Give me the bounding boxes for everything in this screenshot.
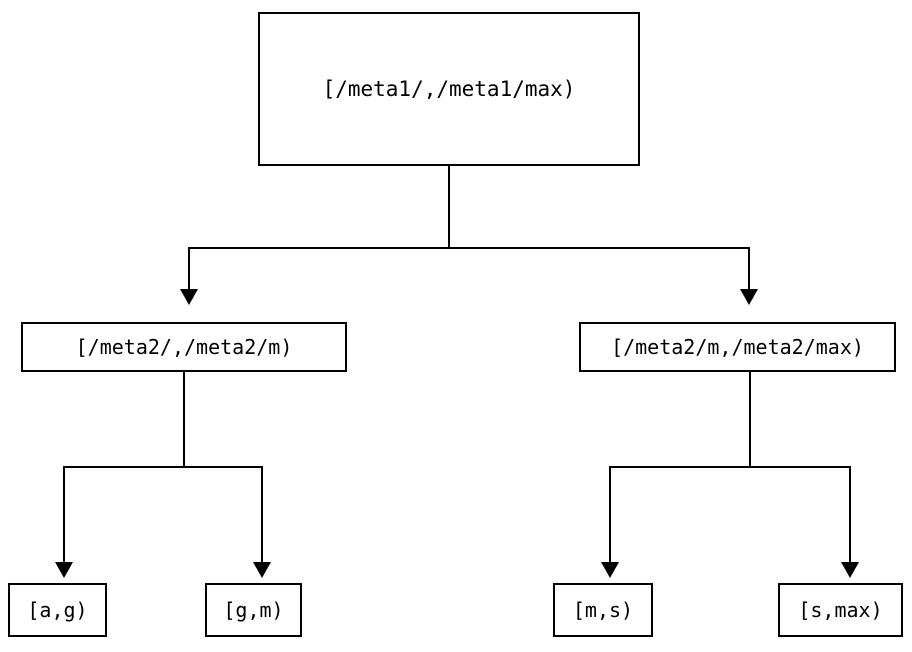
tree-node-root[interactable]: [/meta1/,/meta1/max) xyxy=(258,12,640,166)
tree-node-mid-right-label: [/meta2/m,/meta2/max) xyxy=(611,335,864,359)
tree-node-mid-right[interactable]: [/meta2/m,/meta2/max) xyxy=(579,322,896,372)
tree-node-root-label: [/meta1/,/meta1/max) xyxy=(322,77,576,101)
tree-node-mid-left-label: [/meta2/,/meta2/m) xyxy=(75,335,293,359)
edge-mid-left-stem xyxy=(183,372,185,468)
edge-mid-right-to-leaf-smax-drop xyxy=(849,466,851,563)
arrowhead-down-icon-leaf-ag xyxy=(55,562,73,578)
tree-node-leaf-ag[interactable]: [a,g) xyxy=(8,583,107,637)
arrowhead-down-icon-mid-left xyxy=(180,289,198,305)
tree-node-mid-left[interactable]: [/meta2/,/meta2/m) xyxy=(21,322,347,372)
edge-root-to-mid-left-drop xyxy=(188,247,190,290)
edge-root-crossbar xyxy=(188,247,750,249)
edge-mid-left-to-leaf-gm-drop xyxy=(261,466,263,563)
arrowhead-down-icon-leaf-gm xyxy=(253,562,271,578)
tree-node-leaf-ag-label: [a,g) xyxy=(27,598,88,622)
tree-node-leaf-ms-label: [m,s) xyxy=(572,598,634,622)
edge-mid-right-stem xyxy=(749,372,751,468)
edge-mid-left-crossbar xyxy=(63,466,263,468)
tree-node-leaf-gm-label: [g,m) xyxy=(223,598,284,622)
tree-node-leaf-gm[interactable]: [g,m) xyxy=(205,583,302,637)
edge-mid-left-to-leaf-ag-drop xyxy=(63,466,65,563)
arrowhead-down-icon-leaf-smax xyxy=(841,562,859,578)
arrowhead-down-icon-leaf-ms xyxy=(601,562,619,578)
edge-root-to-mid-right-drop xyxy=(748,247,750,290)
edge-mid-right-crossbar xyxy=(609,466,851,468)
tree-node-leaf-smax[interactable]: [s,max) xyxy=(778,583,903,637)
arrowhead-down-icon-mid-right xyxy=(740,289,758,305)
tree-node-leaf-ms[interactable]: [m,s) xyxy=(553,583,653,637)
edge-mid-right-to-leaf-ms-drop xyxy=(609,466,611,563)
tree-node-leaf-smax-label: [s,max) xyxy=(798,598,883,622)
edge-root-stem xyxy=(448,166,450,249)
